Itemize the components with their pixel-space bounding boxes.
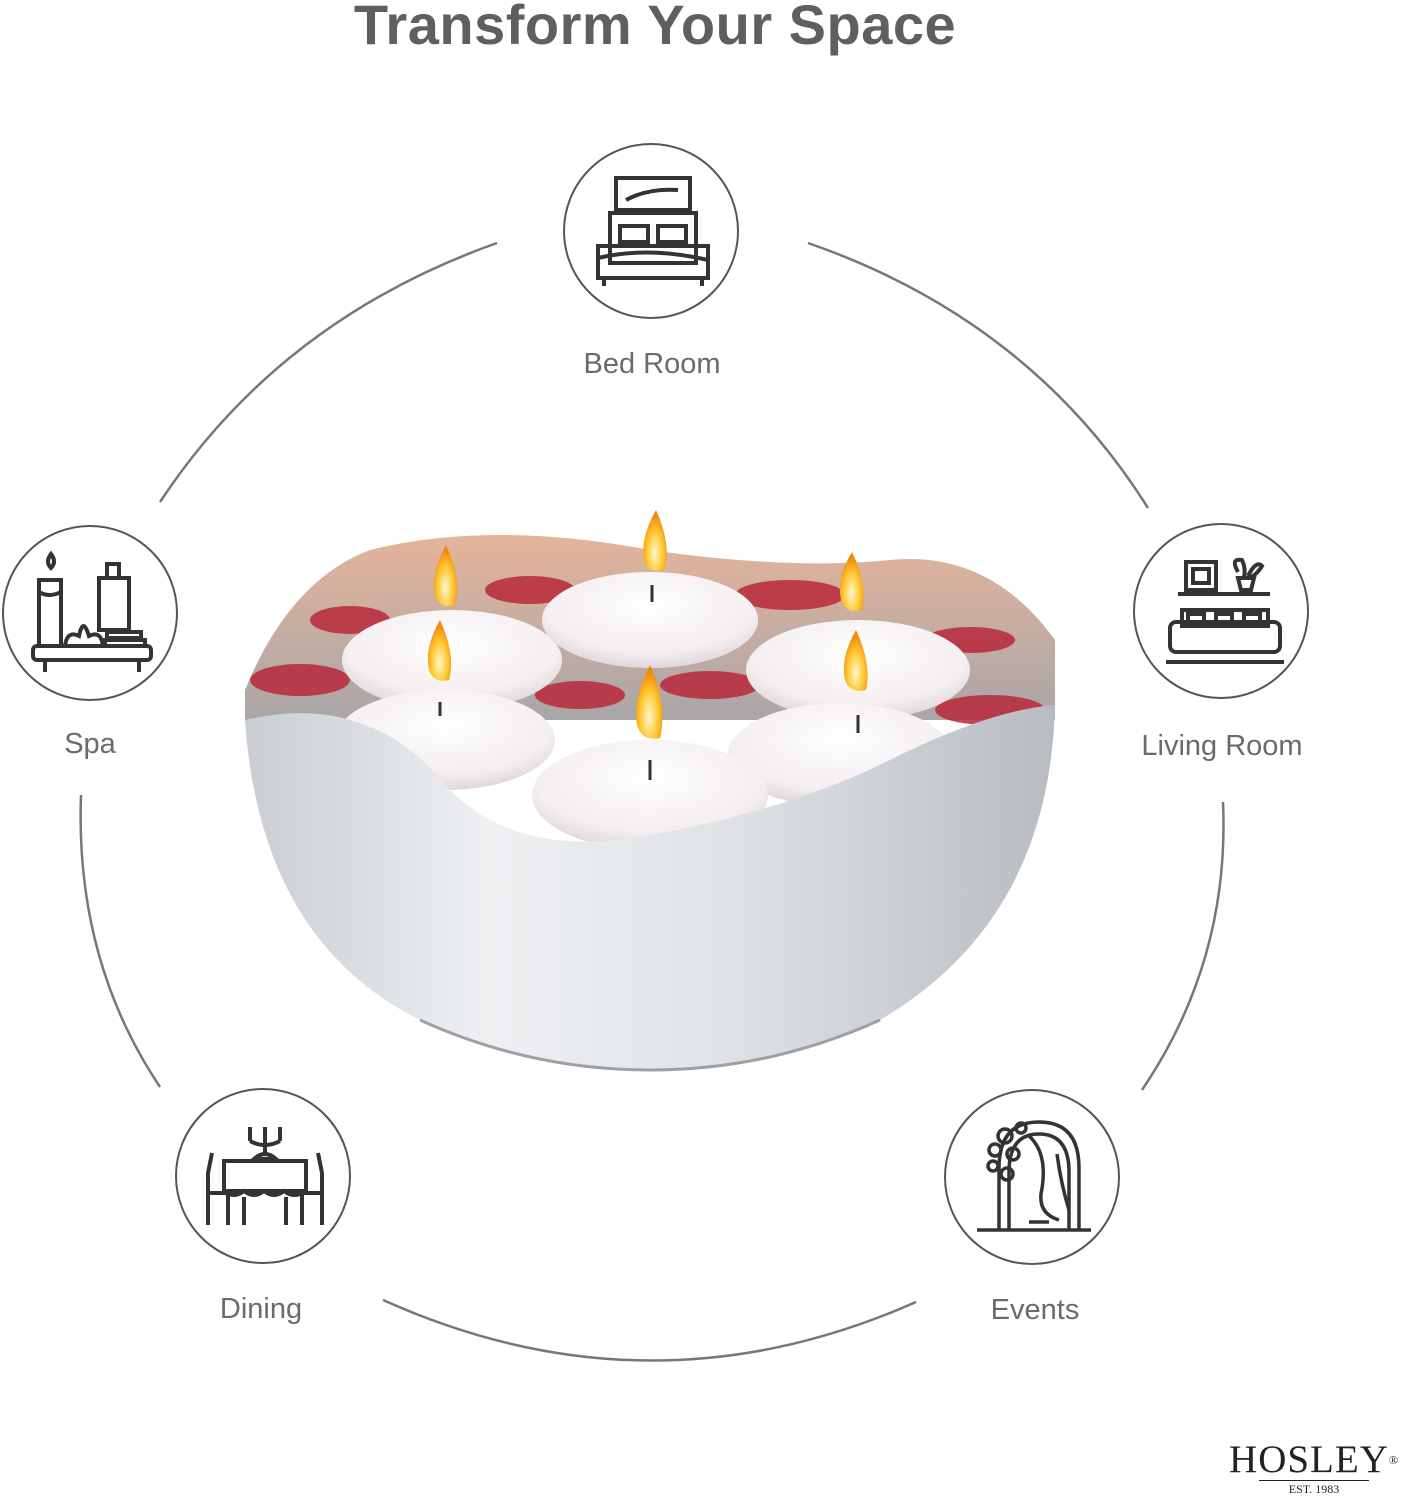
arc-spa-dining xyxy=(79,794,162,1088)
arc-bedroom-spa xyxy=(158,241,498,503)
brand-name: HOSLEY xyxy=(1229,1438,1389,1481)
feature-events xyxy=(944,1089,1120,1265)
sofa-icon xyxy=(1166,557,1284,664)
arc-living-events xyxy=(1140,801,1225,1091)
feature-living-room xyxy=(1133,523,1309,699)
arc-bedroom-living xyxy=(807,241,1150,509)
wedding-arch-icon xyxy=(977,1120,1091,1232)
bed-icon xyxy=(596,176,710,286)
feature-label-bedroom: Bed Room xyxy=(583,348,721,380)
feature-label-dining: Dining xyxy=(219,1293,303,1325)
page-title: Transform Your Space xyxy=(353,0,957,56)
dining-table-icon xyxy=(206,1127,324,1225)
feature-dining xyxy=(175,1088,351,1264)
feature-label-living-room: Living Room xyxy=(1141,730,1303,762)
feature-bedroom xyxy=(563,143,739,319)
feature-label-events: Events xyxy=(990,1294,1080,1326)
arc-dining-events xyxy=(382,1298,917,1362)
product-photo xyxy=(230,490,1070,1085)
brand-established: EST. 1983 xyxy=(1259,1480,1370,1497)
registered-mark: ® xyxy=(1388,1453,1399,1467)
brand-logo: HOSLEY® EST. 1983 xyxy=(1229,1440,1399,1497)
feature-label-spa: Spa xyxy=(64,728,116,760)
spa-icon xyxy=(31,550,153,672)
feature-spa xyxy=(2,525,178,701)
